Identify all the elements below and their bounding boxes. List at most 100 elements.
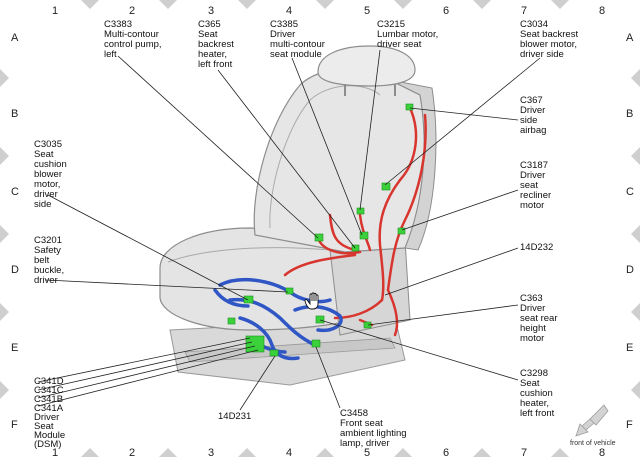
- callout-c3201: C3201 Safety belt buckle, driver: [34, 235, 64, 286]
- callout-c3458-line-2: ambient lighting: [340, 428, 407, 439]
- callout-c3034-line-0: C3034: [520, 19, 548, 30]
- callout-c3458-line-3: lamp, driver: [340, 438, 390, 449]
- grid-columns-top: 1 2 3 4 5 6 7 8: [52, 5, 605, 17]
- callout-c3187: C3187 Driver seat recliner motor: [520, 160, 551, 211]
- callout-c3458-line-1: Front seat: [340, 418, 383, 429]
- grid-col-3-bottom: 3: [208, 447, 214, 457]
- grid-marker-left: [0, 381, 9, 399]
- callout-c3383-line-3: left: [104, 49, 117, 60]
- callout-c365-line-2: backrest: [198, 39, 234, 50]
- grid-col-4: 4: [286, 5, 292, 17]
- callout-c3187-line-1: Driver: [520, 170, 545, 181]
- callout-c363-line-3: height: [520, 323, 546, 334]
- callout-c3035: C3035 Seat cushion blower motor, driver …: [34, 139, 67, 210]
- callout-c3383-line-2: control pump,: [104, 39, 162, 50]
- callout-c3201-line-2: belt: [34, 255, 50, 266]
- callout-c341-line-5: Seat: [34, 421, 54, 432]
- leader-lines: [37, 49, 541, 411]
- callout-c3383-line-1: Multi-contour: [104, 29, 159, 40]
- grid-row-f-right: F: [626, 419, 633, 431]
- grid-marker-top: [238, 0, 256, 9]
- callout-c363-line-4: motor: [520, 333, 544, 344]
- grid-col-8-bottom: 8: [599, 447, 605, 457]
- grid-col-5: 5: [364, 5, 370, 17]
- callout-c3298-line-0: C3298: [520, 368, 548, 379]
- grid-col-1-bottom: 1: [52, 447, 58, 457]
- callout-c3201-line-0: C3201: [34, 235, 62, 246]
- callout-c363-line-1: Driver: [520, 303, 545, 314]
- grid-marker-left: [0, 147, 9, 165]
- callout-c3035-line-4: motor,: [34, 179, 60, 190]
- connector-extra-1: [227, 317, 236, 325]
- grid-col-3: 3: [208, 5, 214, 17]
- callout-14d231: 14D231: [218, 411, 251, 422]
- callout-c367-line-2: side: [520, 115, 537, 126]
- callout-c3035-line-0: C3035: [34, 139, 62, 150]
- connector-c3034: [405, 103, 414, 111]
- callout-c367-line-3: airbag: [520, 125, 546, 136]
- grid-row-a-right: A: [626, 32, 634, 44]
- connector-c341-group: [245, 335, 265, 353]
- callout-c3201-line-4: driver: [34, 275, 58, 286]
- hand-cursor-icon: [304, 292, 319, 310]
- grid-row-a: A: [11, 32, 19, 44]
- callout-c341: C341D C341C C341B C341A Driver Seat Modu…: [34, 376, 65, 450]
- callout-c3035-line-3: blower: [34, 169, 62, 180]
- grid-marker-bottom: [473, 448, 491, 457]
- grid-col-7: 7: [521, 5, 527, 17]
- callout-c3187-line-0: C3187: [520, 160, 548, 171]
- connector-c3383: [314, 233, 324, 242]
- grid-row-b-right: B: [626, 108, 633, 120]
- callout-c3298: C3298 Seat cushion heater, left front: [520, 368, 555, 419]
- seat-track-rail: [184, 337, 396, 363]
- callout-c3034-line-2: blower motor,: [520, 39, 577, 50]
- callout-c3035-line-6: side: [34, 199, 51, 210]
- grid-marker-left: [0, 303, 9, 321]
- grid-marker-right: [631, 225, 640, 243]
- callout-c3201-line-1: Safety: [34, 245, 61, 256]
- callout-c3383: C3383 Multi-contour control pump, left: [104, 19, 162, 60]
- connector-c365: [351, 244, 360, 252]
- grid-col-8: 8: [599, 5, 605, 17]
- grid-col-5-bottom: 5: [364, 447, 370, 457]
- callout-c341-line-2: C341B: [34, 394, 63, 405]
- grid-marker-left: [0, 225, 9, 243]
- connector-extra-2: [269, 349, 279, 357]
- front-of-vehicle-label: front of vehicle: [570, 440, 616, 447]
- callout-c3458: C3458 Front seat ambient lighting lamp, …: [340, 408, 407, 449]
- grid-col-7-bottom: 7: [521, 447, 527, 457]
- grid-col-2: 2: [129, 5, 135, 17]
- callout-c3385-line-0: C3385: [270, 19, 298, 30]
- callout-c3298-line-2: cushion: [520, 388, 553, 399]
- connectors: [227, 103, 414, 357]
- callout-c365-line-4: left front: [198, 59, 233, 70]
- callout-14d232: 14D232: [520, 242, 553, 253]
- callout-c3298-line-4: left front: [520, 408, 555, 419]
- callout-c3383-line-0: C3383: [104, 19, 132, 30]
- connector-c3187: [397, 227, 406, 235]
- connector-c3458: [311, 339, 321, 348]
- callout-c3215-line-2: driver seat: [377, 39, 422, 50]
- grid-col-4-bottom: 4: [286, 447, 292, 457]
- grid-row-e-right: E: [626, 342, 633, 354]
- callout-c3034: C3034 Seat backrest blower motor, driver…: [520, 19, 578, 60]
- grid-marker-right: [631, 303, 640, 321]
- grid-row-e: E: [11, 342, 18, 354]
- callout-c3201-line-3: buckle,: [34, 265, 64, 276]
- grid-col-6: 6: [443, 5, 449, 17]
- grid-row-d: D: [11, 264, 19, 276]
- callout-c341-line-4: Driver: [34, 412, 59, 423]
- callout-c3034-line-3: driver side: [520, 49, 564, 60]
- grid-marker-bottom: [316, 448, 334, 457]
- grid-marker-top: [316, 0, 334, 9]
- grid-marker-top: [551, 0, 569, 9]
- callout-c3187-line-4: motor: [520, 200, 544, 211]
- callout-c3385: C3385 Driver multi-contour seat module: [270, 19, 325, 60]
- grid-marker-bottom: [551, 448, 569, 457]
- callout-c367-line-0: C367: [520, 95, 543, 106]
- callout-c365: C365 Seat backrest heater, left front: [198, 19, 234, 70]
- callout-c3034-line-1: Seat backrest: [520, 29, 578, 40]
- seat-headrest: [317, 45, 416, 87]
